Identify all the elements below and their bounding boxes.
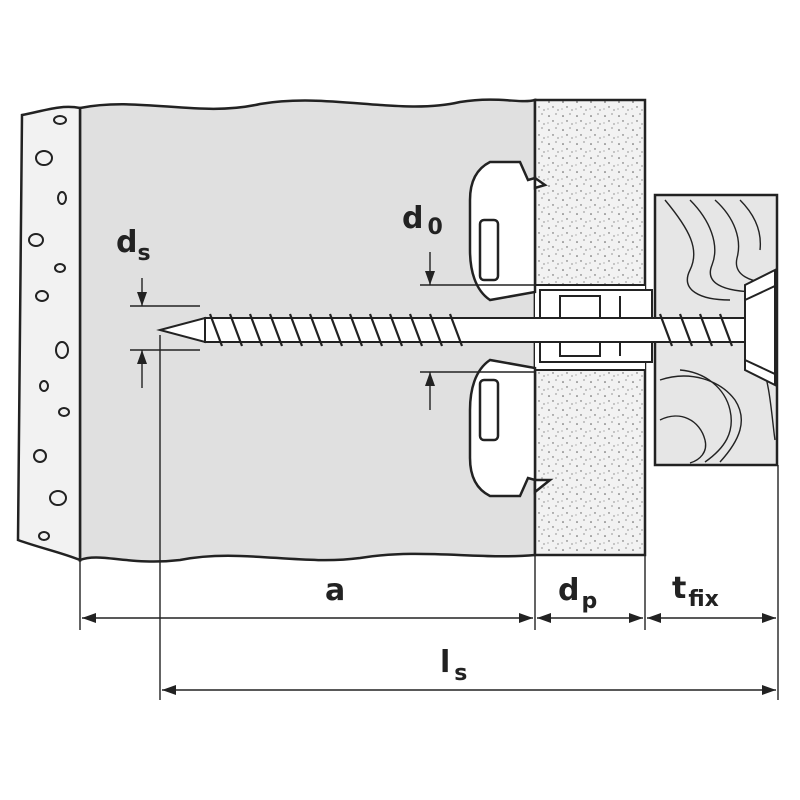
anchor-toggle: [468, 160, 554, 498]
ds-dimension: [130, 278, 200, 388]
ds-label: ds: [116, 225, 151, 266]
wood-grain: [659, 199, 776, 464]
a-label: a: [325, 573, 345, 608]
extension-lines: [79, 335, 779, 700]
wall-pores: [28, 115, 70, 541]
d0-dimension: [420, 252, 535, 410]
back-wall: [16, 105, 82, 562]
bottom-dimensions: [82, 613, 776, 695]
tfix-label: tfix: [672, 571, 719, 612]
screw-head: [744, 284, 776, 376]
dp-label: dp: [558, 573, 597, 614]
screw-thread: [208, 313, 734, 347]
